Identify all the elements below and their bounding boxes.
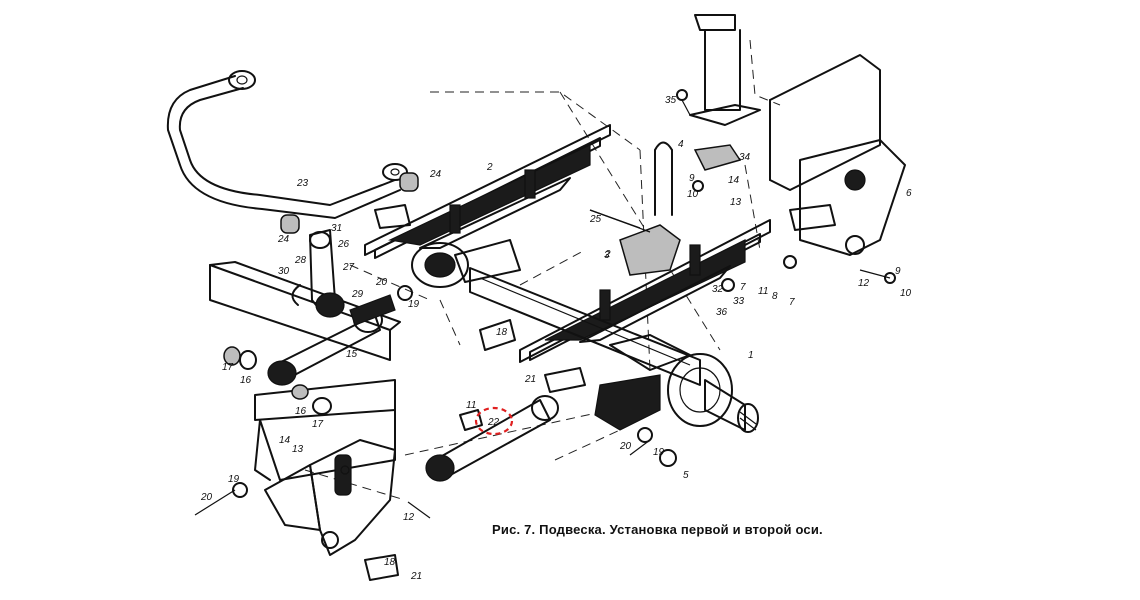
callout-24: 24: [429, 169, 442, 180]
callout-14: 14: [279, 435, 291, 446]
callout-12: 12: [858, 278, 870, 289]
callout-9: 9: [689, 173, 695, 184]
callout-34: 34: [739, 152, 751, 163]
callout-32: 32: [712, 284, 724, 295]
callout-17: 17: [312, 419, 324, 430]
callout-20: 20: [619, 441, 632, 452]
callout-14: 14: [728, 175, 740, 186]
callout-36: 36: [716, 307, 728, 318]
assembly-guide-lines: [304, 39, 781, 501]
callout-19: 19: [653, 447, 665, 458]
callout-21: 21: [410, 571, 422, 582]
left-spring-bracket: [264, 439, 396, 556]
callout-16: 16: [295, 406, 307, 417]
callout-9: 9: [895, 266, 901, 277]
callout-12: 12: [403, 512, 415, 523]
callout-19: 19: [228, 474, 240, 485]
callout-11: 11: [466, 400, 476, 411]
callout-13: 13: [730, 197, 742, 208]
callout-10: 10: [900, 288, 912, 299]
callout-6: 6: [906, 188, 912, 199]
callout-17: 17: [222, 362, 234, 373]
callout-33: 33: [733, 296, 745, 307]
left-frame-rail: [209, 261, 401, 481]
callout-2: 2: [486, 162, 493, 173]
leaf-spring-lower: [519, 219, 771, 363]
stabilizer-bar: [166, 70, 419, 234]
reaction-rod-upper: [223, 307, 383, 415]
callout-18: 18: [496, 327, 508, 338]
callout-22: 22: [487, 417, 500, 428]
callout-labels: 1 2 2 3 4 5 6 7 7 8 9 9 10 10 11 11 12 1…: [200, 95, 912, 582]
callout-25: 25: [589, 214, 602, 225]
callout-16: 16: [240, 375, 252, 386]
figure-caption: Рис. 7. Подвеска. Установка первой и вто…: [492, 522, 823, 537]
callout-13: 13: [292, 444, 304, 455]
callout-19: 19: [408, 299, 420, 310]
callout-5: 5: [683, 470, 689, 481]
callout-20: 20: [375, 277, 388, 288]
axle-body: [411, 239, 701, 386]
callout-15: 15: [346, 349, 358, 360]
reaction-rod-lower: [425, 395, 559, 482]
callout-10: 10: [687, 189, 699, 200]
leaf-spring-upper: [364, 124, 611, 259]
callout-35: 35: [665, 95, 677, 106]
callout-1: 1: [748, 350, 754, 361]
callout-24: 24: [277, 234, 290, 245]
callout-21: 21: [524, 374, 536, 385]
axle-hub: [594, 334, 759, 433]
callout-31: 31: [331, 223, 342, 234]
callout-29: 29: [351, 289, 364, 300]
callout-7: 7: [740, 282, 746, 293]
right-frame-rail: [769, 54, 906, 256]
highlight-ring: [474, 406, 514, 436]
callout-23: 23: [296, 178, 309, 189]
callout-7: 7: [789, 297, 795, 308]
callout-28: 28: [294, 255, 307, 266]
callout-3: 3: [604, 250, 610, 261]
fasteners: [194, 89, 896, 581]
rear-upper-bracket: [689, 14, 761, 171]
callout-11: 11: [758, 286, 768, 297]
callout-27: 27: [342, 262, 355, 273]
callout-4: 4: [678, 139, 684, 150]
callout-8: 8: [772, 291, 778, 302]
callout-20: 20: [200, 492, 213, 503]
callout-18: 18: [384, 557, 396, 568]
callout-30: 30: [278, 266, 290, 277]
callout-2: 2: [604, 249, 611, 260]
callout-26: 26: [337, 239, 350, 250]
lever-arm: [291, 229, 396, 326]
